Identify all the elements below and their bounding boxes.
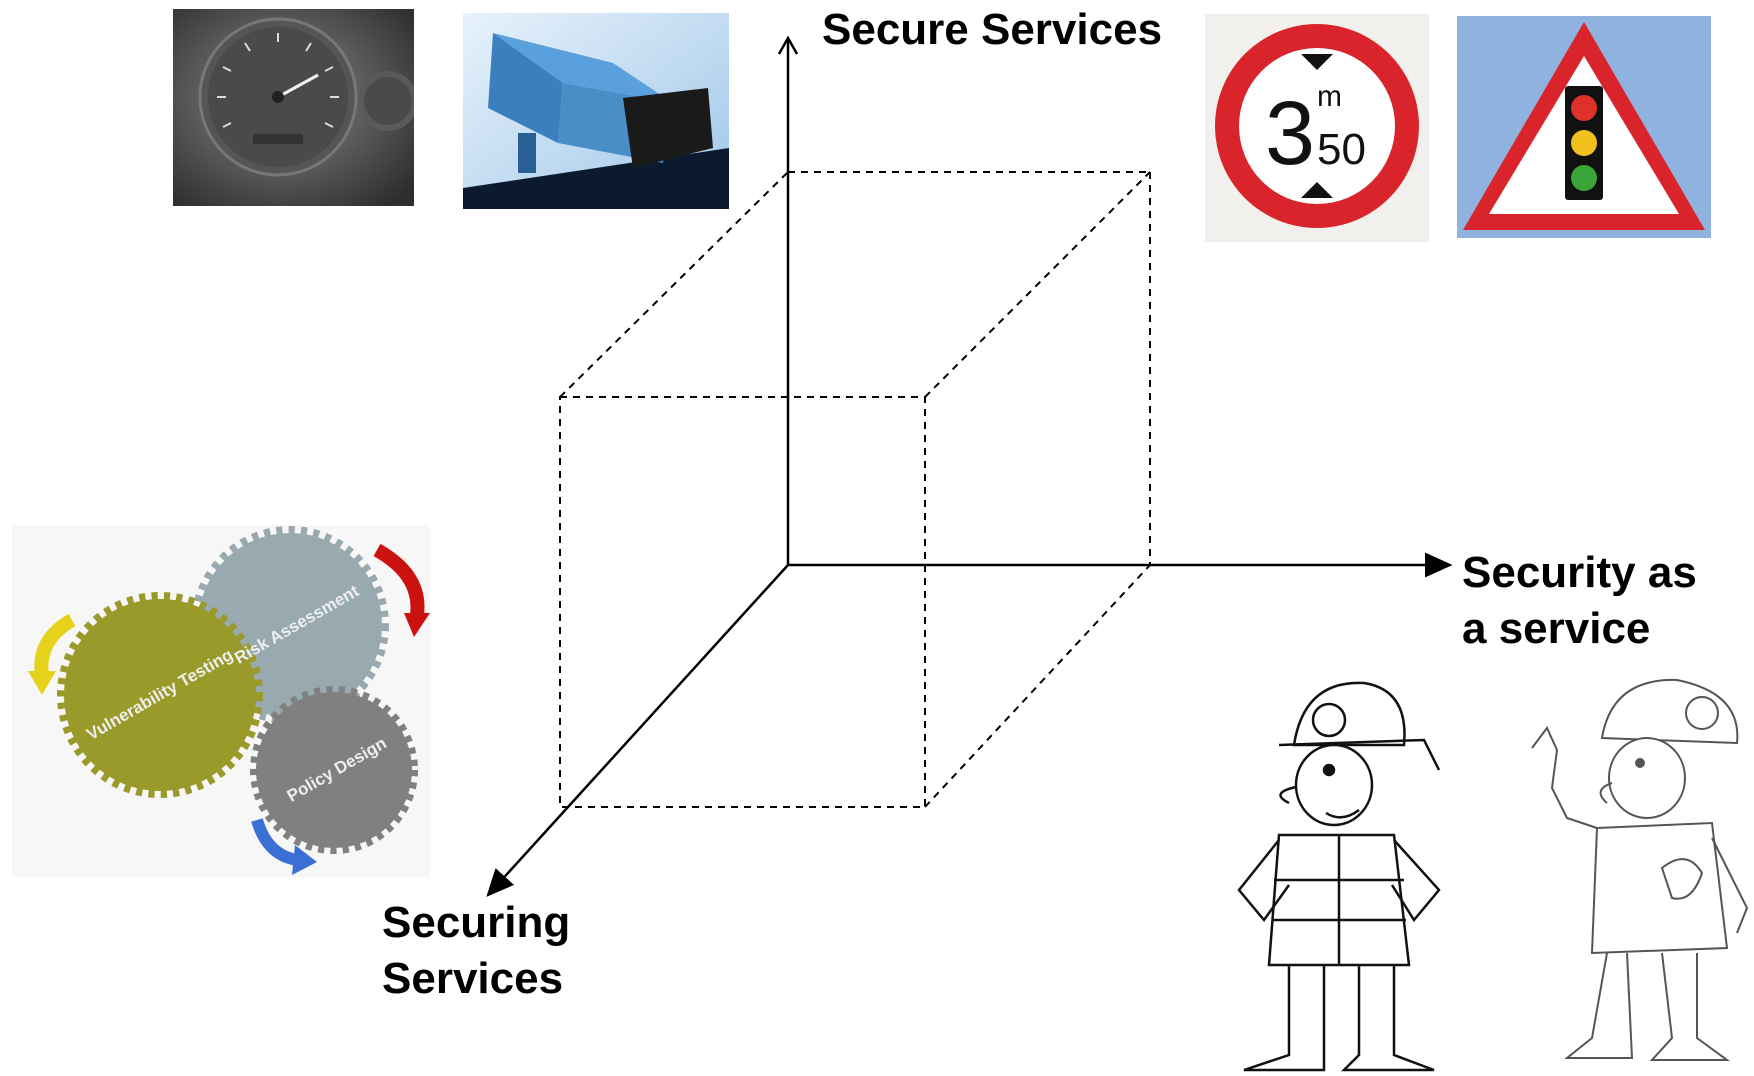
axis-label-line: Security as	[1462, 548, 1697, 597]
sign-height-value: 3	[1265, 84, 1315, 184]
firefighter-drawing	[1234, 675, 1470, 1075]
traffic-light-warning-sign	[1457, 16, 1711, 238]
security-process-gears: Vulnerability Testing Risk Assessment Po…	[12, 525, 430, 877]
surveillance-camera-photo	[463, 13, 729, 209]
axis-label-line: Services	[382, 954, 564, 1003]
sign-height-fraction: 50	[1317, 125, 1366, 174]
gear-left	[57, 592, 263, 798]
speedometer-photo	[173, 9, 414, 206]
diagonal-axis	[486, 564, 789, 897]
axis-label-secure-services: Secure Services	[822, 5, 1163, 54]
axis-label-line: a service	[1462, 604, 1651, 653]
vertical-axis-arrowhead	[777, 35, 799, 55]
height-limit-sign: 3 m 50	[1205, 14, 1429, 242]
axis-label-line: Securing	[382, 898, 571, 947]
axis-label-security-as-a-service: Security as a service	[1462, 545, 1697, 657]
axis-label-securing-services: Securing Services	[382, 895, 570, 1007]
sign-height-unit: m	[1317, 80, 1342, 113]
dashed-cube	[559, 171, 1151, 808]
gear-bottom	[250, 686, 418, 854]
police-officer-drawing	[1512, 668, 1754, 1068]
